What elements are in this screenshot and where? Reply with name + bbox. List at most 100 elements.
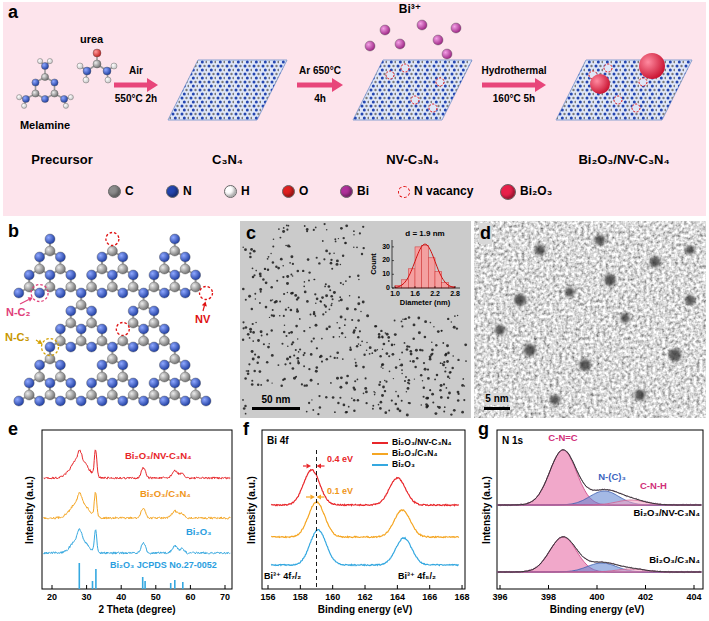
nanoparticle: [414, 366, 417, 369]
nanoparticle: [444, 354, 447, 357]
nanoparticle: [401, 325, 403, 327]
nanoparticle: [440, 384, 443, 387]
process-stage: C₃N₄: [160, 40, 295, 172]
nanoparticle: [325, 283, 327, 285]
shift-arrow-line: [306, 496, 310, 497]
nanoparticle: [283, 331, 286, 334]
atom: [32, 90, 39, 97]
nanoparticle: [353, 234, 354, 235]
nanoparticle: [253, 274, 255, 276]
nanoparticle: [270, 253, 271, 254]
atom: [107, 342, 117, 352]
nanoparticle: [387, 336, 390, 339]
nanoparticle: [422, 380, 423, 381]
reference-stick: [170, 583, 172, 589]
tick-mark: [155, 585, 156, 589]
nanoparticle: [316, 366, 319, 369]
nanoparticle: [242, 321, 244, 323]
nanoparticle: [381, 365, 383, 367]
tick-mark: [365, 585, 366, 589]
nanoparticle: [354, 358, 355, 359]
vacancy-mark: [436, 78, 444, 86]
legend-swatch: [282, 185, 295, 198]
nanoparticle: [263, 343, 265, 345]
nanoparticle: [333, 253, 335, 255]
nanoparticle: [423, 396, 425, 398]
nanoparticle: [408, 379, 411, 382]
nanoparticle: [283, 293, 285, 295]
nanoparticle: [278, 228, 280, 230]
atom: [87, 390, 97, 400]
atom: [180, 264, 190, 274]
atom: [395, 39, 405, 49]
particle-blob: [604, 274, 616, 286]
atom: [66, 390, 76, 400]
shift-arrow: [303, 463, 311, 468]
nanoparticle: [247, 333, 250, 336]
nanoparticle: [445, 353, 448, 356]
nanoparticle: [424, 336, 427, 339]
nanoparticle: [329, 289, 331, 291]
nanoparticle: [309, 327, 311, 329]
atom: [170, 342, 180, 352]
nanoparticle: [453, 326, 456, 329]
nanoparticle: [329, 253, 331, 255]
leader-arrow-line: [36, 340, 39, 342]
particle-blob: [495, 325, 505, 335]
nanoparticle: [405, 318, 407, 320]
atom: [35, 360, 45, 370]
nanoparticle: [279, 315, 281, 317]
histogram-bar: [422, 246, 429, 289]
nanoparticle: [270, 299, 272, 301]
atom: [159, 372, 169, 382]
nanoparticle: [434, 378, 436, 380]
nanoparticle: [332, 298, 334, 300]
nanoparticle: [365, 377, 367, 379]
nanoparticle: [393, 378, 394, 379]
nanoparticle: [413, 323, 416, 326]
nanoparticle: [382, 348, 383, 349]
tick-mark: [332, 585, 333, 589]
nanoparticle: [242, 288, 245, 291]
nanoparticle: [366, 314, 369, 317]
atom: [107, 390, 117, 400]
nanoparticle: [336, 259, 339, 262]
nanoparticle: [275, 265, 277, 267]
bi2o3-particle: [639, 53, 665, 79]
reference-stick: [182, 582, 184, 589]
nanosheet-lattice: [353, 60, 472, 120]
nanoparticle: [448, 392, 451, 395]
nanoparticle: [344, 242, 347, 245]
xrd-curve: [43, 450, 230, 479]
tick-label: 40: [116, 592, 126, 602]
reference-stick: [79, 563, 81, 589]
tick-mark: [225, 585, 226, 589]
tick-label: 1.0: [390, 290, 400, 298]
panel-letter: e: [8, 419, 18, 440]
nanoparticle: [408, 402, 410, 404]
nanoparticle: [271, 329, 273, 331]
atom: [139, 336, 149, 346]
nanoparticle: [345, 224, 348, 227]
nanoparticle: [267, 346, 270, 349]
legend-text: H: [241, 185, 250, 199]
raw-spectrum: [498, 536, 702, 572]
nanoparticle: [447, 318, 449, 320]
nanoparticle: [255, 298, 257, 300]
nanoparticle: [288, 332, 290, 334]
nanoparticle: [314, 293, 316, 295]
nanoparticle: [396, 407, 399, 410]
nanoparticle: [383, 343, 386, 346]
nanoparticle: [439, 389, 441, 391]
nanoparticle: [251, 383, 254, 386]
nanoparticle: [426, 405, 429, 408]
nanoparticle: [438, 406, 441, 409]
nanoparticle: [311, 399, 312, 400]
nanoparticle: [265, 306, 268, 309]
nanoparticle: [321, 361, 323, 363]
atom: [93, 49, 101, 57]
atom: [417, 20, 427, 30]
atom: [191, 390, 201, 400]
xps-curve: [271, 470, 459, 506]
nanoparticle: [399, 365, 401, 367]
